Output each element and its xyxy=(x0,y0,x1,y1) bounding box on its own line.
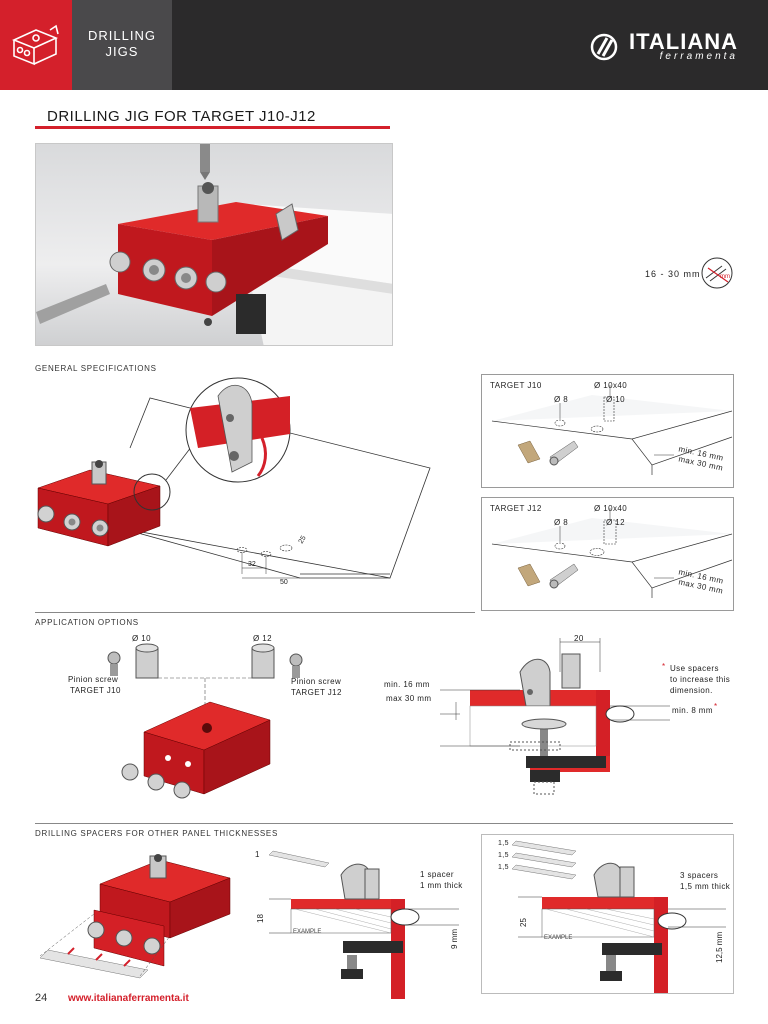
category-icon-tile xyxy=(0,0,72,90)
brand-logo[interactable]: ITALIANA ferramenta xyxy=(589,30,738,64)
application-note-line1: Use spacers xyxy=(670,664,719,673)
target-j10-d8: Ø 8 xyxy=(554,395,569,404)
thickness-range: 16 - 30 mm xyxy=(645,269,701,279)
brand-name: ITALIANA xyxy=(628,29,738,54)
spacers-three-line2: 1,5 mm thick xyxy=(680,882,731,891)
panel-thickness-unit: mm xyxy=(720,274,730,280)
application-min16: min. 16 mm xyxy=(384,680,430,689)
spacer-thickness-b: 1,5 xyxy=(498,852,509,859)
spacers-dim-9: 9 mm xyxy=(450,929,459,949)
application-d10: Ø 10 xyxy=(132,634,151,643)
spacers-one-diagram: 18 9 mm EXAMPLE xyxy=(256,850,459,999)
section-general: GENERAL SPECIFICATIONS xyxy=(35,364,157,373)
pinion-j12-line1: Pinion screw xyxy=(291,677,342,686)
spacers-dim-25: 25 xyxy=(519,918,528,927)
product-photo xyxy=(35,143,393,346)
dimension-32: 32 xyxy=(248,561,256,568)
panel-thickness-icon: mm xyxy=(701,257,733,289)
target-j12-d10x40: Ø 10x40 xyxy=(594,504,628,513)
target-j12-diagram xyxy=(491,508,733,598)
target-j12-label: TARGET J12 xyxy=(490,504,542,513)
target-j12-panel: TARGET J12 Ø 8 Ø 10x40 Ø 12 min. 16 mm m… xyxy=(481,497,734,611)
section-application: APPLICATION OPTIONS xyxy=(35,618,139,627)
application-note-line2: to increase this xyxy=(670,675,731,684)
spacers-three-diagram: 25 12,5 mm EXAMPLE xyxy=(511,840,726,993)
dimension-50: 50 xyxy=(280,579,288,586)
section-divider-application xyxy=(35,612,475,613)
target-j10-label: TARGET J10 xyxy=(490,381,542,390)
application-max30: max 30 mm xyxy=(386,694,432,703)
spacers-one-line1: 1 spacer xyxy=(420,870,454,879)
spacers-one-line2: 1 mm thick xyxy=(420,881,463,890)
spacers-example-2: EXAMPLE xyxy=(544,935,572,941)
application-min8: min. 8 mm xyxy=(672,706,713,715)
spacer-thickness-c: 1,5 xyxy=(498,864,509,871)
spacers-three-line1: 3 spacers xyxy=(680,871,719,880)
application-jig-diagram xyxy=(107,643,303,799)
pinion-j10-line2: TARGET J10 xyxy=(70,686,121,695)
pinion-j12-line2: TARGET J12 xyxy=(291,688,342,697)
spacers-example-1: EXAMPLE xyxy=(293,929,321,935)
application-note-asterisk: * xyxy=(662,662,666,671)
application-min8-asterisk: * xyxy=(714,702,718,711)
target-j10-d10: Ø 10 xyxy=(606,395,625,404)
spacers-jig-diagram xyxy=(39,854,231,979)
page-number: 24 xyxy=(35,992,48,1004)
target-j10-panel: TARGET J10 Ø 8 Ø 10x40 Ø 10 min. 16 mm m… xyxy=(481,374,734,488)
category-label: DRILLING JIGS xyxy=(72,0,172,90)
target-j12-d12: Ø 12 xyxy=(606,518,625,527)
pinion-j10-line1: Pinion screw xyxy=(68,675,119,684)
application-dim-20: 20 xyxy=(574,634,584,643)
website-link[interactable]: www.italianaferramenta.it xyxy=(68,993,189,1004)
general-diagram: 32 50 25 xyxy=(37,377,431,586)
section-spacers: DRILLING SPACERS FOR OTHER PANEL THICKNE… xyxy=(35,829,278,838)
drilling-jig-photo xyxy=(36,144,392,345)
spacers-three-panel: 25 12,5 mm EXAMPLE 1,5 1,5 1,5 3 spacers… xyxy=(481,834,734,994)
title-underline xyxy=(35,126,390,129)
page-title: DRILLING JIG FOR TARGET J10-J12 xyxy=(47,108,316,125)
spacers-one-count: 1 xyxy=(255,850,260,859)
spacer-thickness-a: 1,5 xyxy=(498,840,509,847)
section-divider-spacers xyxy=(35,823,733,824)
jig-icon xyxy=(11,24,59,66)
dimension-25: 25 xyxy=(298,535,308,545)
application-clamp-diagram xyxy=(440,638,670,795)
target-j10-diagram xyxy=(491,385,733,475)
target-j12-d8: Ø 8 xyxy=(554,518,569,527)
brand-mark-icon xyxy=(590,33,618,61)
spacers-dim-18: 18 xyxy=(256,914,265,923)
category-line-2: JIGS xyxy=(105,44,139,59)
application-note-line3: dimension. xyxy=(670,686,713,695)
application-d12: Ø 12 xyxy=(253,634,272,643)
target-j10-d10x40: Ø 10x40 xyxy=(594,381,628,390)
spacers-dim-12-5: 12,5 mm xyxy=(715,932,724,963)
category-line-1: DRILLING xyxy=(88,28,156,43)
brand-subtitle: ferramenta xyxy=(659,51,738,62)
